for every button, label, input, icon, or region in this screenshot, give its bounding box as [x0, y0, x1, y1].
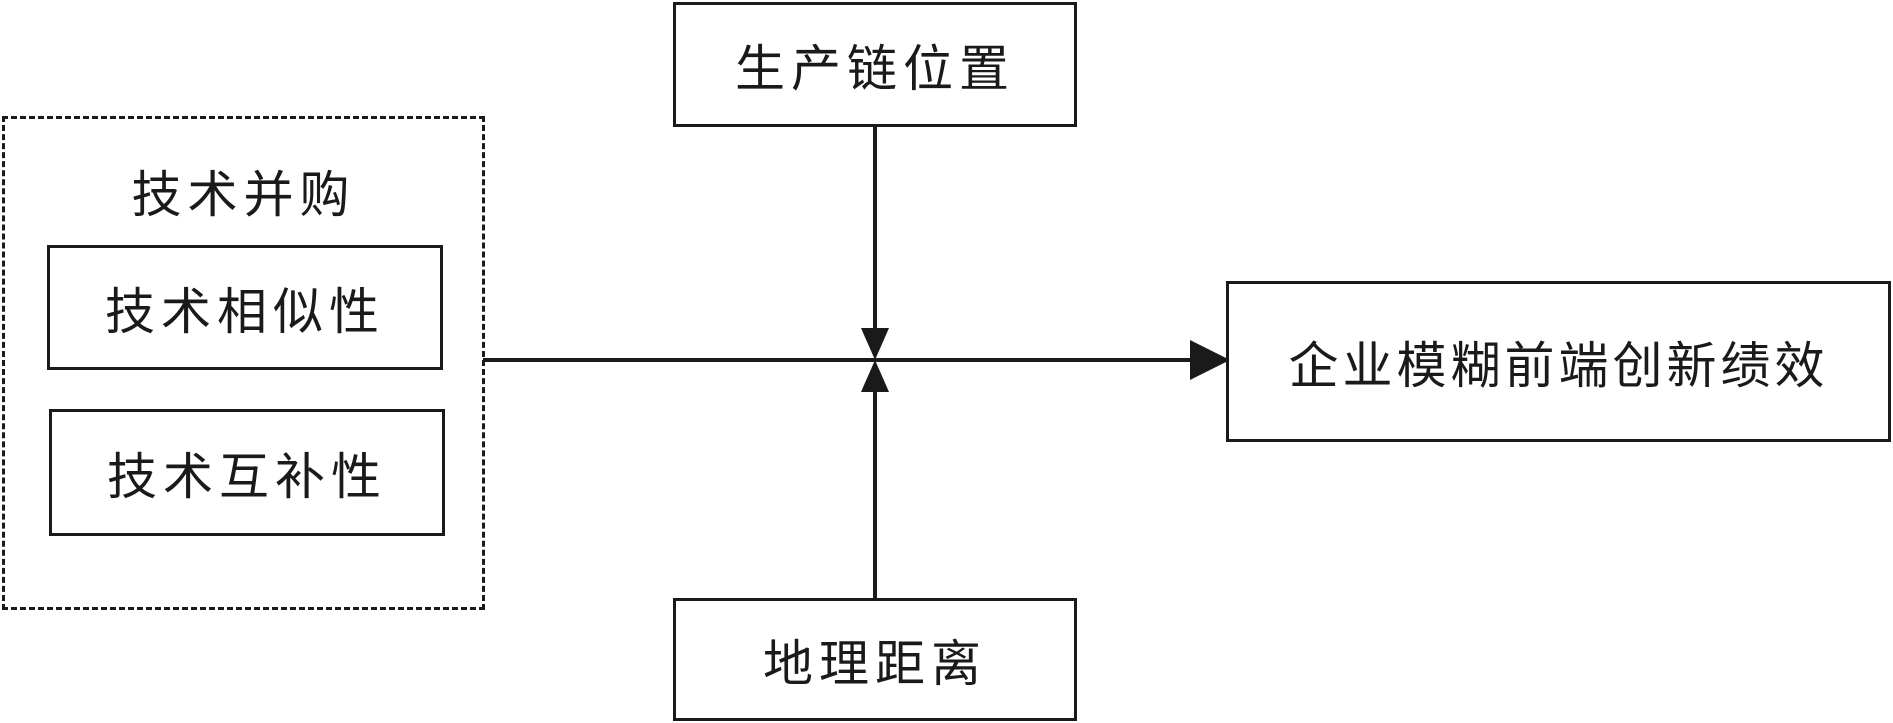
item-tech-similarity-box: 技术相似性 [47, 245, 443, 370]
arrowhead-to-outcome [1190, 340, 1230, 380]
outcome-label: 企业模糊前端创新绩效 [1288, 336, 1829, 395]
moderator-top-label: 生产链位置 [735, 39, 1015, 98]
independent-group-title: 技术并购 [131, 166, 356, 224]
independent-group: 技术并购 技术相似性 技术互补性 [2, 116, 485, 610]
item-tech-complementarity-box: 技术互补性 [49, 409, 445, 536]
moderator-top-box: 生产链位置 [673, 2, 1077, 127]
item-tech-similarity-label: 技术相似性 [105, 282, 385, 341]
item-tech-complementarity-label: 技术互补性 [107, 447, 387, 506]
moderator-bottom-label: 地理距离 [763, 634, 987, 693]
arrowhead-from-top-moderator [861, 328, 889, 360]
outcome-box: 企业模糊前端创新绩效 [1226, 281, 1891, 442]
moderator-bottom-box: 地理距离 [673, 598, 1077, 721]
arrowhead-from-bottom-moderator [861, 360, 889, 392]
